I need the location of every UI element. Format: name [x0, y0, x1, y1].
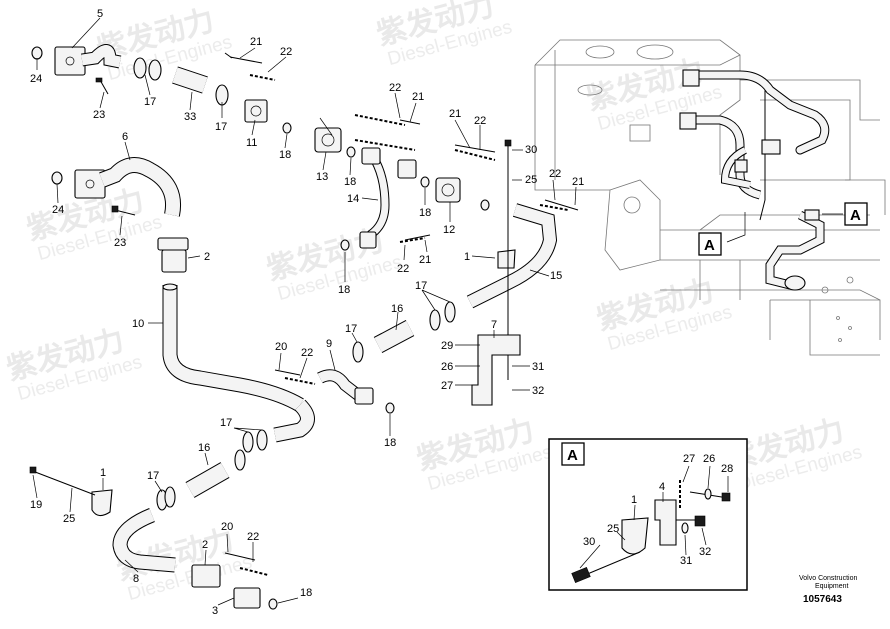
callout-label: 22 — [389, 82, 401, 94]
callout-label: 27 — [441, 380, 453, 392]
callout-label: 1 — [631, 494, 637, 506]
company-name-line2: Equipment — [815, 583, 849, 590]
callout-label: 22 — [397, 263, 409, 275]
callout-label: 1 — [100, 467, 106, 479]
callout-label: 16 — [391, 303, 403, 315]
callout-label: 1 — [464, 251, 470, 263]
callout-label: 22 — [247, 531, 259, 543]
callout-label: 31 — [680, 555, 692, 567]
callout-label: 22 — [549, 168, 561, 180]
callout-label: 17 — [220, 417, 232, 429]
leader-lines — [32, 17, 843, 606]
callout-label: 12 — [443, 224, 455, 236]
callout-label: 21 — [250, 36, 262, 48]
callout-label: 25 — [525, 174, 537, 186]
detail-inset-a — [548, 438, 748, 591]
callout-box-a — [698, 232, 722, 256]
callout-label: 17 — [147, 470, 159, 482]
inset-letter-a: A — [567, 447, 578, 464]
callout-label: 10 — [132, 318, 144, 330]
callout-label: 18 — [344, 176, 356, 188]
callout-label: 11 — [246, 137, 257, 149]
callout-label: 17 — [144, 96, 156, 108]
callout-label: 32 — [699, 546, 711, 558]
callout-label: 17 — [345, 323, 357, 335]
callout-label: 13 — [316, 171, 328, 183]
callout-label: 21 — [572, 176, 584, 188]
callout-box-a — [844, 202, 868, 226]
callout-label: 19 — [30, 499, 42, 511]
callout-label: 23 — [114, 237, 126, 249]
callout-label: 7 — [491, 319, 497, 331]
callout-label: 25 — [63, 513, 75, 525]
exploded-parts — [29, 44, 579, 610]
callout-label: 22 — [301, 347, 313, 359]
callout-label: 27 — [683, 453, 695, 465]
callout-label: 17 — [215, 121, 227, 133]
callout-label: 22 — [280, 46, 292, 58]
callout-label: 28 — [721, 463, 733, 475]
callout-label: 5 — [97, 8, 103, 20]
callout-label: 29 — [441, 340, 453, 352]
callout-label: 30 — [525, 144, 537, 156]
callout-label: 26 — [703, 453, 715, 465]
callout-label: 17 — [415, 280, 427, 292]
callout-labels: 5 24 17 23 33 17 21 22 11 18 22 21 13 18… — [30, 8, 861, 617]
callout-label: 33 — [184, 111, 196, 123]
callout-label: 3 — [212, 605, 218, 617]
callout-label: 21 — [419, 254, 431, 266]
callout-label: 26 — [441, 361, 453, 373]
callout-label: 6 — [122, 131, 128, 143]
callout-label: 32 — [532, 385, 544, 397]
callout-label: 21 — [449, 108, 461, 120]
callout-label: 18 — [384, 437, 396, 449]
callout-label: 24 — [52, 204, 64, 216]
callout-label: 18 — [279, 149, 291, 161]
callout-label: 24 — [30, 73, 42, 85]
callout-label: 18 — [300, 587, 312, 599]
callout-label: 20 — [275, 341, 287, 353]
callout-label: 23 — [93, 109, 105, 121]
callout-label: 4 — [659, 481, 665, 493]
callout-label: 30 — [583, 536, 595, 548]
callout-label: 22 — [474, 115, 486, 127]
drawing-number: 1057643 — [803, 594, 842, 605]
callout-label: 31 — [532, 361, 544, 373]
callout-label: 15 — [550, 270, 562, 282]
callout-label: 9 — [326, 338, 332, 350]
callout-letter-a: A — [704, 237, 715, 254]
callout-label: 20 — [221, 521, 233, 533]
callout-label: 18 — [419, 207, 431, 219]
company-name: Volvo Construction — [799, 575, 857, 582]
callout-label: 16 — [198, 442, 210, 454]
installed-hoses — [679, 69, 830, 291]
machine-frame — [534, 39, 886, 356]
callout-letter-a: A — [850, 207, 861, 224]
callout-label: 8 — [133, 573, 139, 585]
drawing-footer: Volvo Construction Equipment 1057643 — [799, 575, 857, 605]
callout-label: 2 — [204, 251, 210, 263]
callout-label: 14 — [347, 193, 359, 205]
callout-label: 25 — [607, 523, 619, 535]
callout-label: 21 — [412, 91, 424, 103]
callout-label: 2 — [202, 539, 208, 551]
callout-label: 18 — [338, 284, 350, 296]
